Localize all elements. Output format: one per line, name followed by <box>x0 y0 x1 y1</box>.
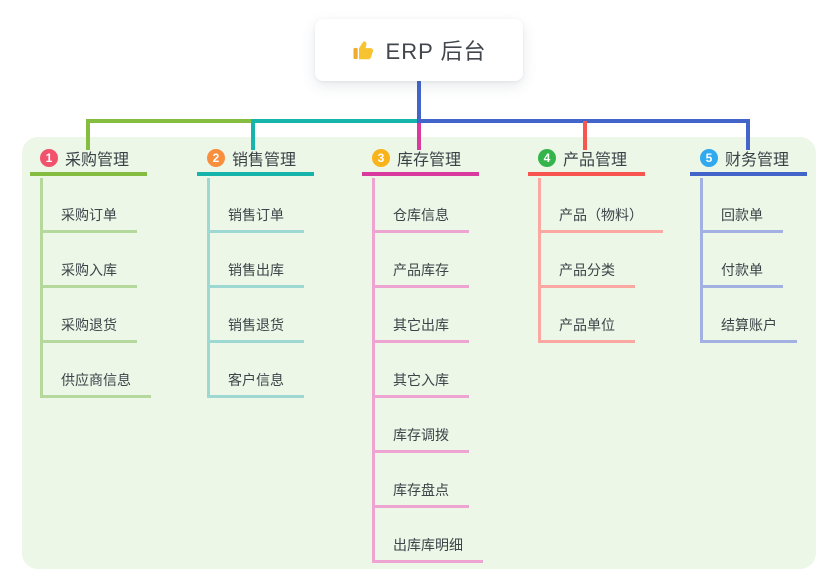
child-item[interactable]: 仓库信息 <box>375 205 469 233</box>
child-item[interactable]: 供应商信息 <box>43 370 151 398</box>
branch-number-badge: 1 <box>40 148 58 167</box>
child-item[interactable]: 产品分类 <box>541 260 635 288</box>
child-item[interactable]: 客户信息 <box>210 370 304 398</box>
child-item[interactable]: 采购订单 <box>43 205 137 233</box>
branch-label: 财务管理 <box>725 151 790 169</box>
branch-children-5: 回款单付款单结算账户 <box>700 178 797 343</box>
child-item[interactable]: 库存盘点 <box>375 480 469 508</box>
branch-label: 采购管理 <box>65 151 130 169</box>
branch-children-3: 仓库信息产品库存其它出库其它入库库存调拨库存盘点出库库明细 <box>372 178 483 563</box>
child-item[interactable]: 采购入库 <box>43 260 137 288</box>
child-item[interactable]: 销售退货 <box>210 315 304 343</box>
root-node[interactable]: ERP 后台 <box>315 19 523 81</box>
child-item[interactable]: 销售出库 <box>210 260 304 288</box>
child-item[interactable]: 结算账户 <box>703 315 797 343</box>
branch-label: 销售管理 <box>232 151 297 169</box>
branch-number-badge: 4 <box>538 148 556 167</box>
child-item[interactable]: 付款单 <box>703 260 783 288</box>
child-item[interactable]: 产品单位 <box>541 315 635 343</box>
branch-header-4[interactable]: 4 产品管理 <box>528 148 645 176</box>
branch-number-badge: 3 <box>372 148 390 167</box>
branch-number-badge: 2 <box>207 148 225 167</box>
branches-panel <box>22 137 816 569</box>
connector-drop-3 <box>417 121 421 150</box>
child-item[interactable]: 产品（物料） <box>541 205 663 233</box>
branch-header-3[interactable]: 3 库存管理 <box>362 148 479 176</box>
branch-children-4: 产品（物料） 产品分类产品单位 <box>538 178 663 343</box>
branch-header-2[interactable]: 2 销售管理 <box>197 148 314 176</box>
connector-horizontal <box>251 119 421 123</box>
branch-children-1: 采购订单采购入库采购退货供应商信息 <box>40 178 151 398</box>
child-item[interactable]: 采购退货 <box>43 315 137 343</box>
child-item[interactable]: 库存调拨 <box>375 425 469 453</box>
branch-label: 库存管理 <box>397 151 462 169</box>
connector-drop-2 <box>251 121 255 150</box>
child-item[interactable]: 出库库明细 <box>375 535 483 563</box>
child-item[interactable]: 销售订单 <box>210 205 304 233</box>
connector-drop-1 <box>86 121 90 150</box>
branch-header-1[interactable]: 1 采购管理 <box>30 148 147 176</box>
branch-header-5[interactable]: 5 财务管理 <box>690 148 807 176</box>
child-item[interactable]: 回款单 <box>703 205 783 233</box>
root-label: ERP 后台 <box>385 39 487 64</box>
branch-number-badge: 5 <box>700 148 718 167</box>
connector-drop-4 <box>583 121 587 150</box>
child-item[interactable]: 其它入库 <box>375 370 469 398</box>
root-connector-line <box>417 81 421 123</box>
child-item[interactable]: 产品库存 <box>375 260 469 288</box>
child-item[interactable]: 其它出库 <box>375 315 469 343</box>
branch-children-2: 销售订单销售出库销售退货客户信息 <box>207 178 304 398</box>
connector-drop-5 <box>746 121 750 150</box>
branch-label: 产品管理 <box>563 151 628 169</box>
thumbs-up-icon <box>352 38 376 62</box>
